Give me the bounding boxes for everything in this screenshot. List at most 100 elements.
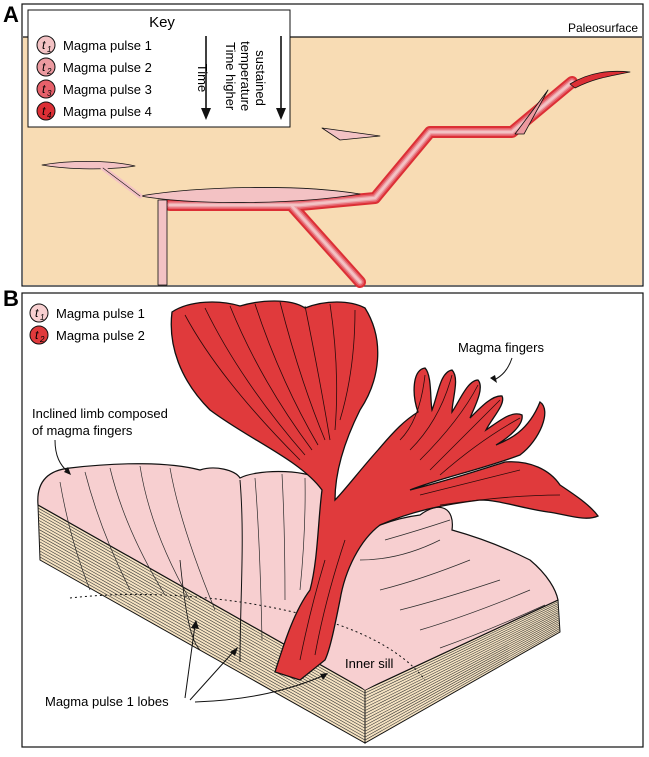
swatch-subscript: 2 [46,67,52,76]
stratum-line [38,526,366,711]
swatch-symbol: t [42,82,46,96]
pulse-swatch-icon [36,79,56,99]
finger-ridge [84,471,131,591]
key-item-label: Magma pulse 2 [56,328,145,343]
finger-ridge [314,539,346,656]
stratum-line [364,613,560,714]
inclined-limb-label-line-2: of magma fingers [32,423,133,438]
stratum-line [38,532,366,717]
stratum-line [39,550,366,735]
pulse-swatch-icon [29,325,49,345]
stratum-line [364,617,560,720]
finger-ridge [429,399,501,471]
finger-ridge [254,303,319,446]
temp-label-line-3: sustained [253,50,268,106]
swatch-symbol: t [42,104,46,118]
swatch-subscript: 1 [47,45,51,54]
stratum-line [364,610,559,708]
host-rock-block [37,504,561,744]
time-label: Time [195,64,210,92]
finger-ridge [299,477,306,591]
key-item-label: Magma pulse 1 [56,306,145,321]
finger-ridge [359,539,441,561]
finger-ridge [139,465,191,601]
stratum-line [38,535,366,720]
swatch-subscript: 1 [40,313,44,322]
inclined-limb-label-line-1: Inclined limb composed [32,406,168,421]
pulse-swatch-icon [29,303,49,323]
inner-sill-label: Inner sill [345,656,394,671]
magma-pulse-2-fingers [170,300,599,681]
finger-ridge [184,314,301,461]
stratum-line [364,621,560,726]
temp-label: Time higher temperature sustained [223,41,268,115]
finger-ridge [299,559,326,661]
key-title: Key [149,14,175,31]
stratum-line [39,538,366,723]
stratum-line [38,529,366,714]
lobe-arrow-3 [194,674,326,703]
temp-label-line-1: Time higher [223,42,238,111]
finger-ridge [229,305,313,451]
swatch-subscript: 3 [47,89,52,98]
stratum-line [364,628,560,738]
intrusion-cross-section [41,70,631,288]
finger-ridge [204,307,306,456]
finger-ridge [339,309,356,421]
stratum-line [39,547,366,732]
swatch-symbol: t [42,38,46,52]
finger-ridge [254,477,263,641]
stratum-line [364,626,560,735]
stratum-line [364,605,559,700]
swatch-subscript: 2 [39,335,45,344]
finger-ridge [304,305,331,441]
swatch-symbol: t [35,306,39,320]
pulse1-lobes-label: Magma pulse 1 lobes [45,694,169,709]
finger-ridge [399,579,501,611]
stratum-line [38,520,366,705]
stratum-line [364,601,559,694]
finger-ridge [109,467,166,596]
stratum-line [364,612,559,711]
key-item-label: Magma pulse 1 [63,38,152,53]
finger-ridge [281,473,286,601]
pulse-swatch-icon [36,101,56,121]
finger-ridge [169,467,216,611]
finger-ridge [419,469,521,496]
lobe-arrow-2 [189,649,236,701]
finger-ridge [59,481,91,591]
panel-b-letter: B [3,286,19,311]
finger-ridge [384,519,451,541]
finger-ridge [329,303,338,431]
stratum-line [364,619,560,723]
pulse-swatch-icon [36,57,56,77]
key-item-label: Magma pulse 3 [63,82,152,97]
swatch-symbol: t [42,60,46,74]
key-item-label: Magma pulse 2 [63,60,152,75]
stratum-line [364,608,559,705]
stratum-line [364,622,560,729]
stratum-line [39,541,366,726]
paleosurface-label: Paleosurface [568,21,638,35]
finger-ridge [419,589,531,631]
stratum-line [364,615,560,717]
stratum-line [39,553,366,738]
swatch-symbol: t [35,328,39,342]
stratum-line [364,624,560,732]
lobe-arrow-1 [184,624,196,699]
lobe-boundary [239,479,243,663]
finger-ridge [439,417,521,476]
finger-ridge [409,374,453,451]
stratum-line [38,523,366,708]
swatch-subscript: 4 [47,111,52,120]
panel-b-annotations: Magma fingers Inclined limb composed of … [32,340,544,709]
panel-a-letter: A [3,2,19,27]
temp-label-line-2: temperature [238,41,253,111]
